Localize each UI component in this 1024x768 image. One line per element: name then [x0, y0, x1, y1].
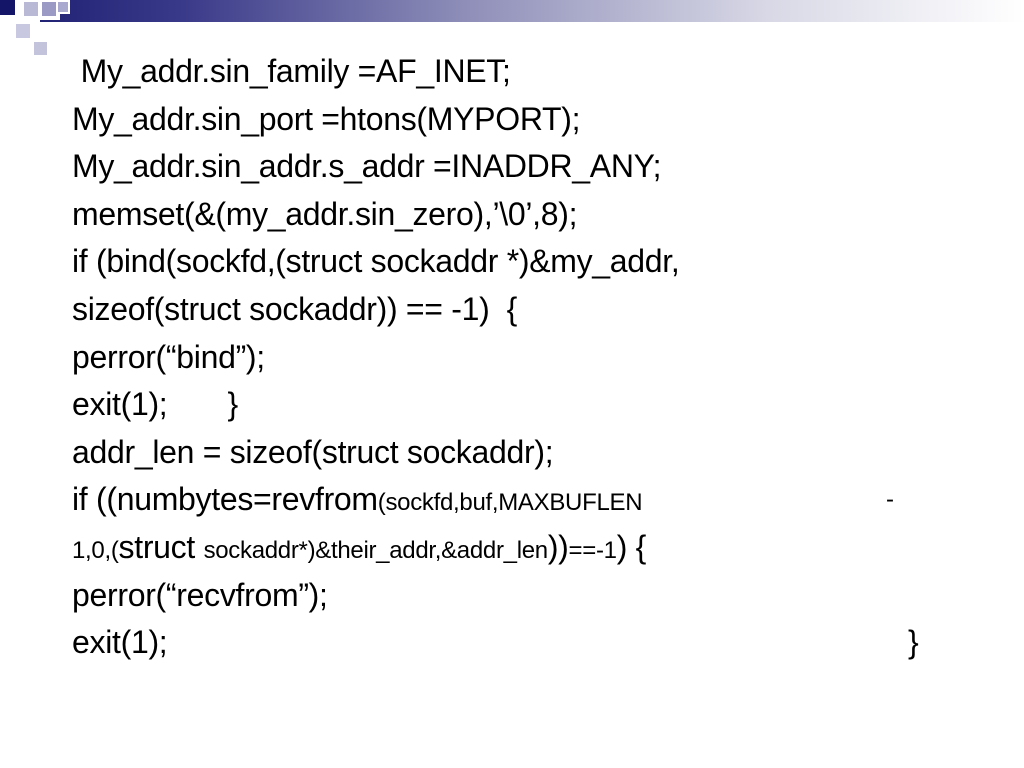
code-fragment: ==-1 [568, 536, 617, 564]
title-bar-decoration [0, 0, 1024, 22]
decor-square [0, 0, 15, 15]
code-line: sizeof(struct sockaddr)) == -1) { [72, 290, 518, 327]
code-line: exit(1); } [72, 386, 238, 423]
code-line: addr_len = sizeof(struct sockaddr); [72, 433, 554, 470]
code-fragment: if ((numbytes=revfrom [72, 481, 378, 518]
decor-square [24, 2, 38, 16]
code-line: exit(1);} [72, 619, 972, 667]
code-fragment: 1,0,( [72, 536, 119, 564]
code-fragment: exit(1); [72, 624, 168, 661]
code-line: if ((numbytes=revfrom(sockfd,buf,MAXBUFL… [72, 476, 972, 524]
code-line: My_addr.sin_family =AF_INET; [72, 53, 511, 89]
code-line: My_addr.sin_port =htons(MYPORT); [72, 100, 581, 137]
code-fragment: struct [118, 528, 204, 565]
decor-square [42, 2, 56, 16]
code-line: 1,0,(struct sockaddr*)&their_addr,&addr_… [72, 524, 972, 572]
code-line: perror(“recvfrom”); [72, 576, 328, 613]
decor-square [16, 24, 30, 38]
code-fragment: )) [547, 528, 569, 565]
code-line: perror(“bind”); [72, 338, 265, 375]
code-fragment: } [908, 624, 919, 661]
decor-square [34, 42, 47, 55]
decor-square [58, 2, 68, 12]
code-fragment: sockaddr*)&their_addr,&addr_len [203, 536, 549, 564]
code-snippet: My_addr.sin_family =AF_INET; My_addr.sin… [72, 48, 972, 667]
code-line: My_addr.sin_addr.s_addr =INADDR_ANY; [72, 148, 662, 185]
code-fragment: ) { [616, 528, 647, 565]
code-line: memset(&(my_addr.sin_zero),’\0’,8); [72, 195, 578, 232]
code-line: if (bind(sockfd,(struct sockaddr *)&my_a… [72, 243, 680, 280]
code-fragment: - [886, 486, 894, 514]
code-fragment: (sockfd,buf,MAXBUFLEN [377, 489, 643, 517]
